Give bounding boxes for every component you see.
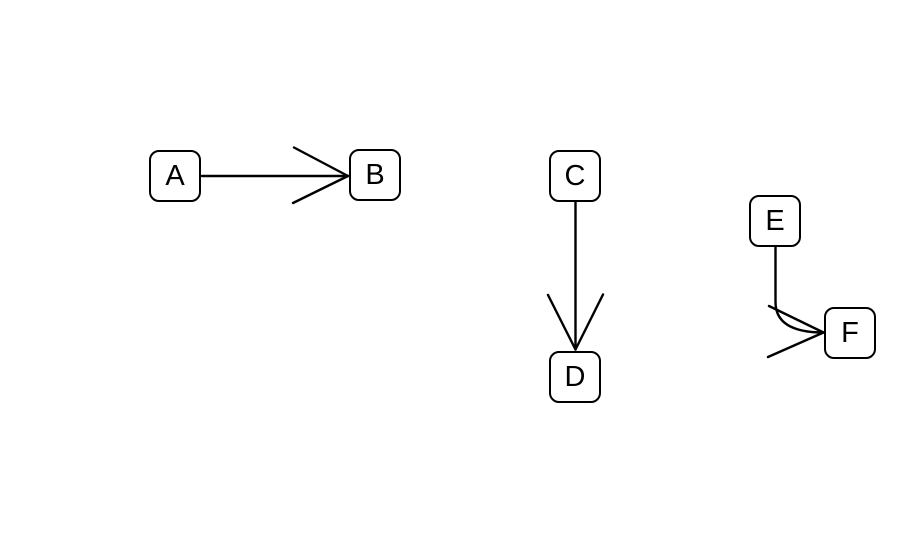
node-d: D bbox=[549, 351, 601, 403]
arrowhead-right-icon bbox=[291, 146, 350, 205]
edge-line bbox=[774, 245, 825, 334]
node-f: F bbox=[824, 307, 876, 359]
node-label: D bbox=[564, 360, 586, 393]
node-label: A bbox=[165, 159, 185, 192]
node-b: B bbox=[349, 149, 401, 201]
node-c: C bbox=[549, 150, 601, 202]
edge-c-to-d bbox=[546, 200, 605, 351]
arrowhead-right-icon bbox=[766, 304, 825, 359]
edge-e-to-f bbox=[766, 245, 825, 359]
node-a: A bbox=[149, 150, 201, 202]
arrowhead-down-icon bbox=[546, 293, 605, 351]
node-label: E bbox=[765, 204, 785, 237]
edge-a-to-b bbox=[200, 146, 350, 205]
node-label: F bbox=[841, 316, 859, 349]
node-label: C bbox=[564, 159, 586, 192]
node-label: B bbox=[365, 158, 385, 191]
node-e: E bbox=[749, 195, 801, 247]
